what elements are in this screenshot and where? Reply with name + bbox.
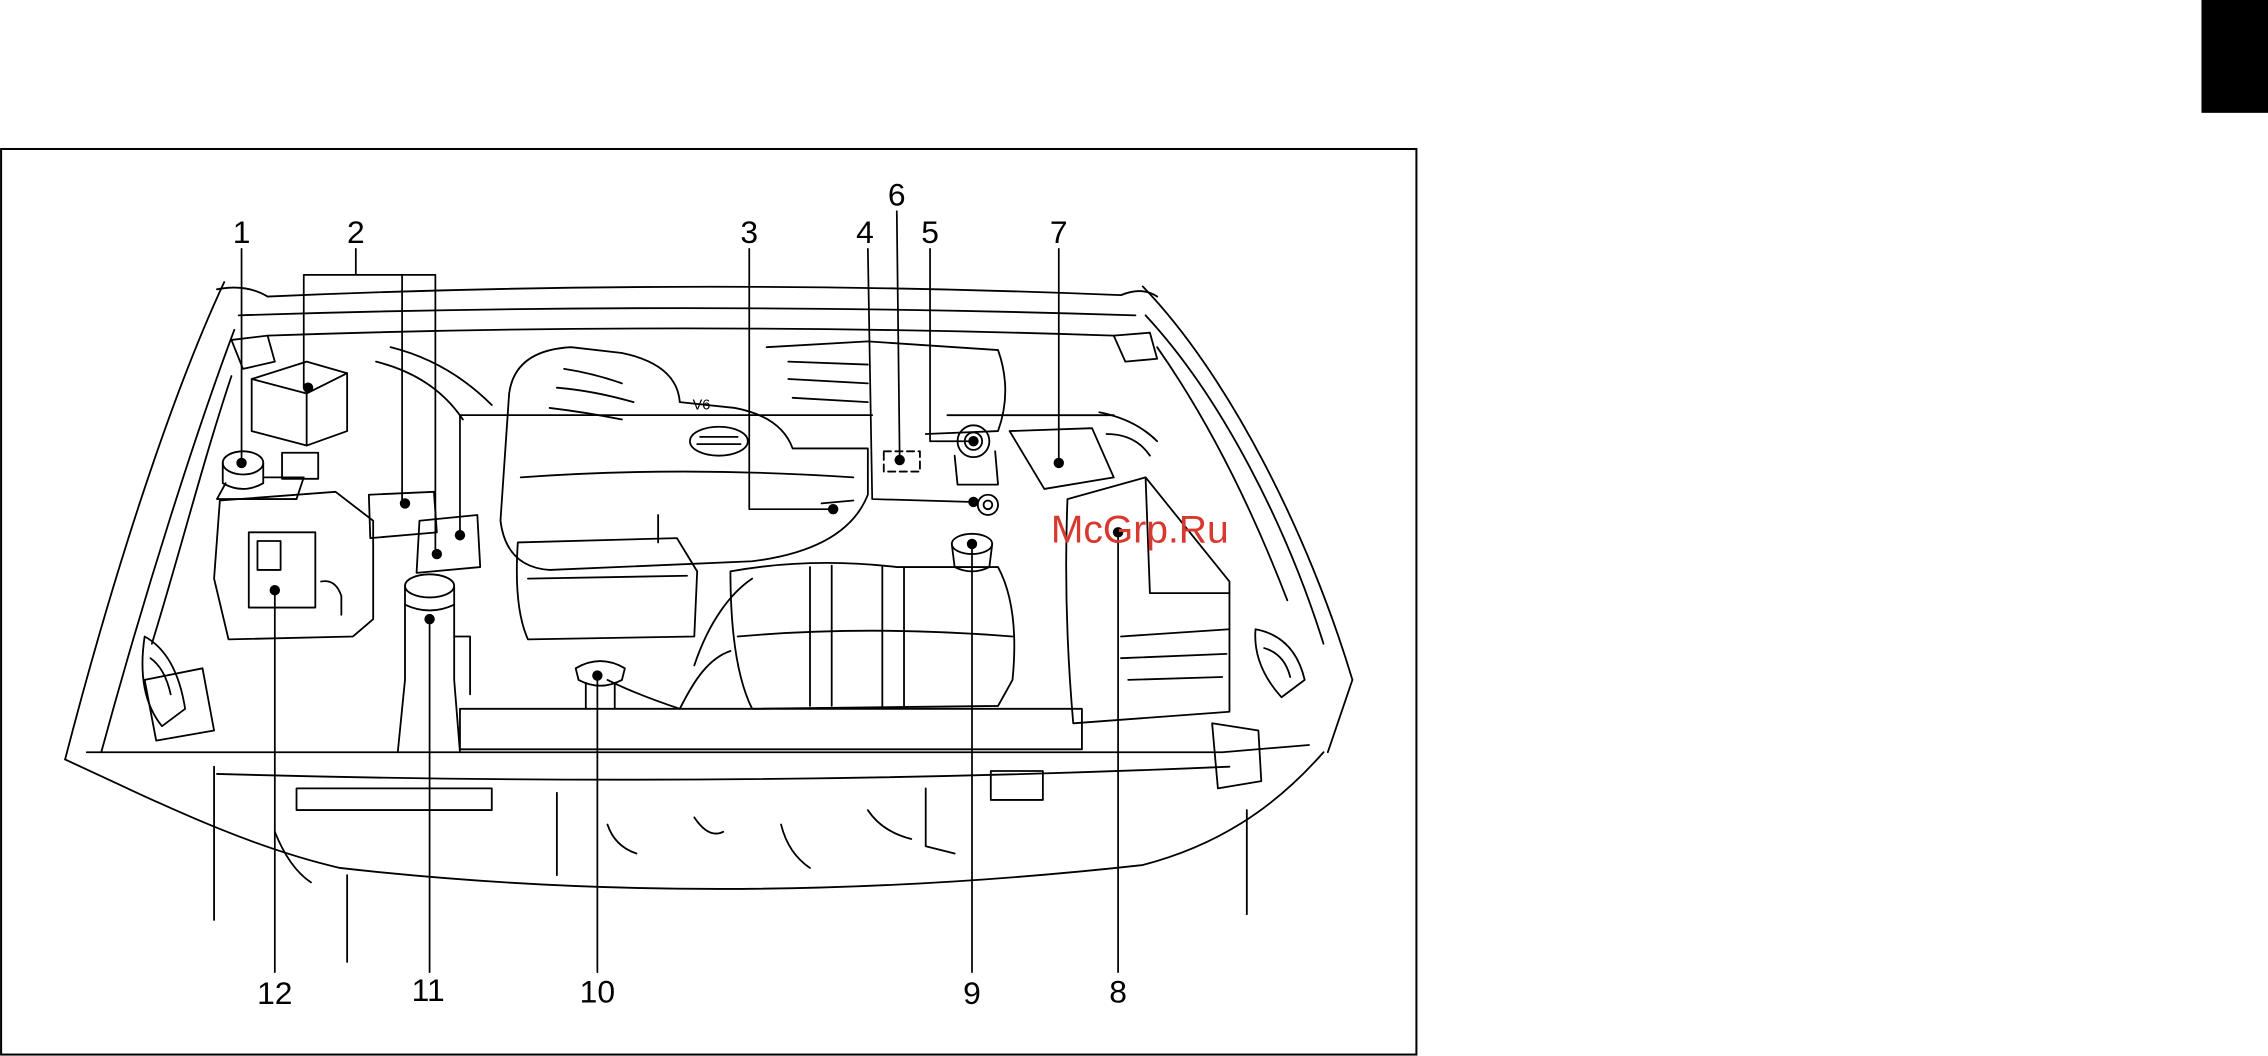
battery-box xyxy=(214,492,373,640)
right-fender-outer xyxy=(1143,286,1353,679)
small-ring-outer xyxy=(978,495,998,515)
front-support-lower xyxy=(217,767,1229,780)
callout-dot-11 xyxy=(424,614,434,624)
hose-3 xyxy=(608,680,680,709)
callout-label-7: 7 xyxy=(1050,214,1068,250)
callout-labels: 1 2 3 4 5 6 7 8 9 10 11 12 xyxy=(233,176,1127,1011)
callout-dot-9 xyxy=(967,539,977,549)
oil-filler-cap-grip xyxy=(697,437,740,444)
callout-label-11: 11 xyxy=(412,972,445,1008)
corner-tab xyxy=(2201,0,2268,113)
callout-dot-7 xyxy=(1054,458,1064,468)
left-fender-middle xyxy=(101,330,234,752)
engine-cover-fin-2 xyxy=(557,388,634,402)
leader-line-5 xyxy=(930,249,973,441)
cowl-line-upper xyxy=(217,287,1157,297)
grille-curve-4 xyxy=(781,825,810,868)
watermark: McGrp.Ru xyxy=(1051,508,1229,551)
fusible-link-box xyxy=(252,362,347,446)
battery-label-plate xyxy=(257,541,280,570)
small-ring-inner xyxy=(984,501,993,510)
callout-label-12: 12 xyxy=(257,975,292,1011)
callout-label-1: 1 xyxy=(233,214,251,250)
battery-terminal xyxy=(321,581,341,615)
callout-label-6: 6 xyxy=(888,176,906,212)
grille-curve-5 xyxy=(868,810,911,839)
wiring-left-1 xyxy=(376,362,463,420)
callout-dot-4a xyxy=(455,530,465,540)
front-body-contour xyxy=(65,752,1323,889)
callout-dot-3 xyxy=(828,504,838,514)
callout-label-9: 9 xyxy=(963,975,981,1011)
engine-bay-illustration: V6 xyxy=(65,282,1352,962)
wiring-left-2 xyxy=(391,347,492,405)
brake-booster-block xyxy=(282,453,318,479)
upper-engine-fin-2 xyxy=(788,379,868,383)
grille-curve-2 xyxy=(608,825,637,854)
callout-dot-6 xyxy=(894,455,904,465)
leader-line-4 xyxy=(460,249,973,535)
cowl-line-middle xyxy=(239,308,1136,315)
oil-filler-cap xyxy=(690,427,748,456)
callout-label-10: 10 xyxy=(580,973,615,1009)
callout-dot-2a xyxy=(303,382,313,392)
callout-dot-1 xyxy=(236,458,246,468)
right-headlamp-rear xyxy=(1212,723,1261,788)
radiator-support xyxy=(460,709,1082,750)
callout-dot-4b xyxy=(968,497,978,507)
callout-dot-2c xyxy=(432,549,442,559)
cowl-right-bracket xyxy=(1114,333,1157,362)
relay-box-2 xyxy=(417,515,481,573)
right-strut-tower xyxy=(1255,629,1304,697)
bumper-bar xyxy=(297,788,492,810)
hose-2 xyxy=(680,651,731,709)
dipstick-handle xyxy=(822,501,854,504)
upper-engine-section xyxy=(767,341,1006,434)
right-fender-inner xyxy=(1157,347,1287,600)
hose-1 xyxy=(694,579,752,666)
washer-reservoir-neck xyxy=(405,605,454,611)
right-fender-front xyxy=(1328,680,1353,752)
callout-dot-5 xyxy=(968,436,978,446)
callout-label-3: 3 xyxy=(740,214,758,250)
upper-engine-fin-1 xyxy=(788,362,868,365)
callout-dot-10 xyxy=(592,670,602,680)
washer-reservoir-cap xyxy=(405,574,454,597)
grille-bracket xyxy=(926,788,955,853)
air-cleaner-rib-2 xyxy=(1121,654,1227,658)
callout-dot-2b xyxy=(400,498,410,508)
leader-line-6 xyxy=(897,211,900,460)
air-cleaner-rib-3 xyxy=(1128,677,1222,680)
grille-curve-3 xyxy=(694,817,723,833)
cowl-left-bracket xyxy=(231,336,274,369)
washer-reservoir-tab xyxy=(454,636,470,694)
air-cleaner-upper-box xyxy=(1010,428,1114,489)
engine-cover-mark: V6 xyxy=(693,397,711,413)
air-cleaner-rib-1 xyxy=(1121,629,1229,636)
wiring-right-2 xyxy=(1107,434,1150,456)
grille-curve-1 xyxy=(275,832,311,883)
callout-dot-12 xyxy=(270,585,280,595)
right-strut-detail xyxy=(1264,648,1290,677)
lower-intake-line xyxy=(528,576,687,579)
upper-engine-fin-3 xyxy=(793,398,868,402)
left-strut-tower xyxy=(142,636,185,726)
washer-reservoir-left xyxy=(398,586,405,752)
fusible-link-box-top xyxy=(252,373,347,393)
engine-cover-fin-1 xyxy=(564,369,622,383)
callout-label-5: 5 xyxy=(921,214,939,250)
cowl-line-lower xyxy=(268,328,1114,335)
callout-label-8: 8 xyxy=(1109,973,1127,1009)
left-headlamp-rear xyxy=(145,668,214,740)
lower-intake-cover xyxy=(517,538,697,639)
engine-cover-ridge xyxy=(521,472,854,478)
engine-cover-fin-3 xyxy=(550,408,622,420)
callout-label-2: 2 xyxy=(347,214,365,250)
callout-label-4: 4 xyxy=(856,214,874,250)
